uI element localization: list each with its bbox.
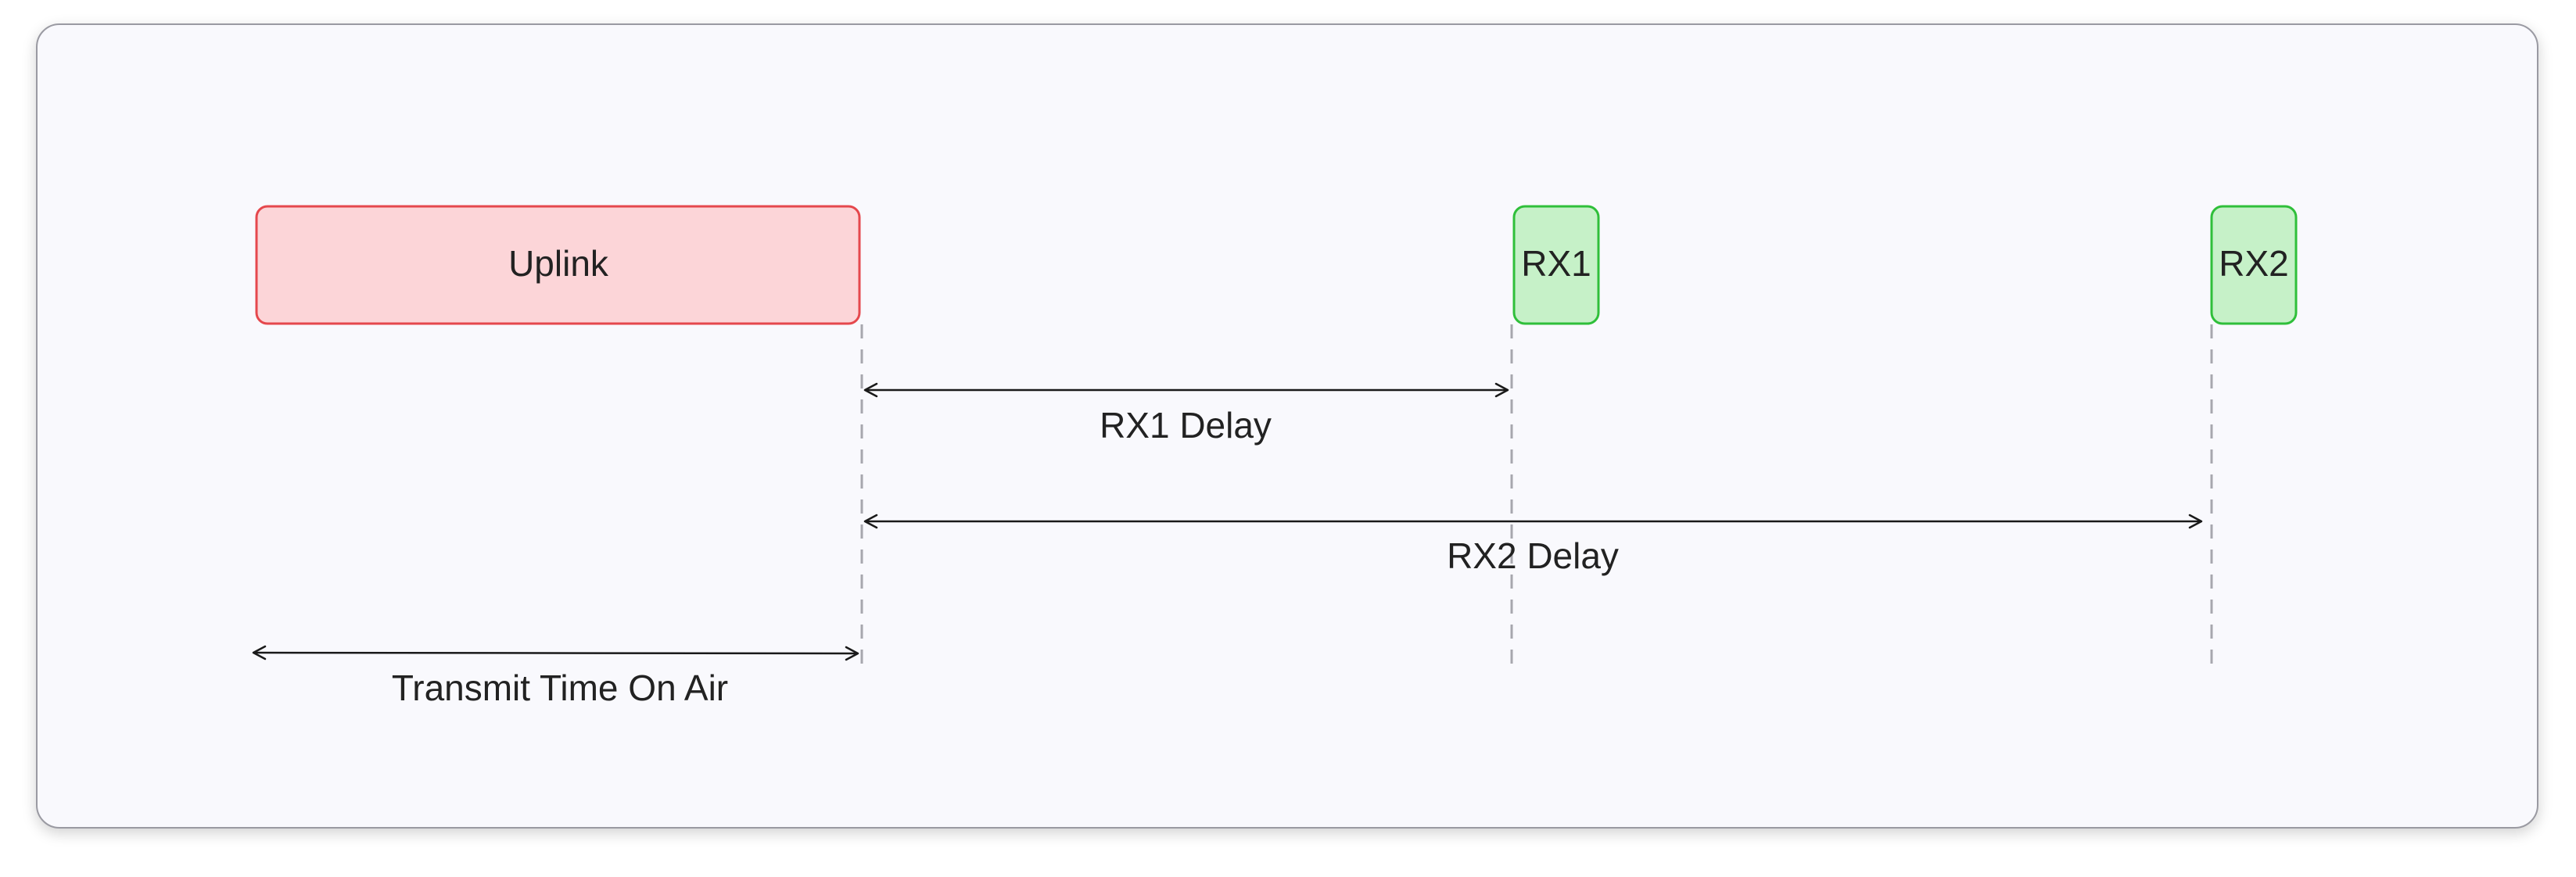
rx1-delay-label: RX1 Delay: [1100, 405, 1272, 446]
uplink-block: Uplink: [255, 205, 861, 325]
rx2-label: RX2: [2219, 243, 2288, 284]
rx2-block: RX2: [2210, 205, 2298, 325]
rx1-block: RX1: [1512, 205, 1600, 325]
rx2-delay-label: RX2 Delay: [1447, 535, 1619, 576]
rx1-label: RX1: [1521, 243, 1591, 284]
uplink-label: Uplink: [508, 243, 609, 284]
diagram-card: [36, 23, 2538, 829]
transmit-time-label: Transmit Time On Air: [392, 668, 728, 708]
